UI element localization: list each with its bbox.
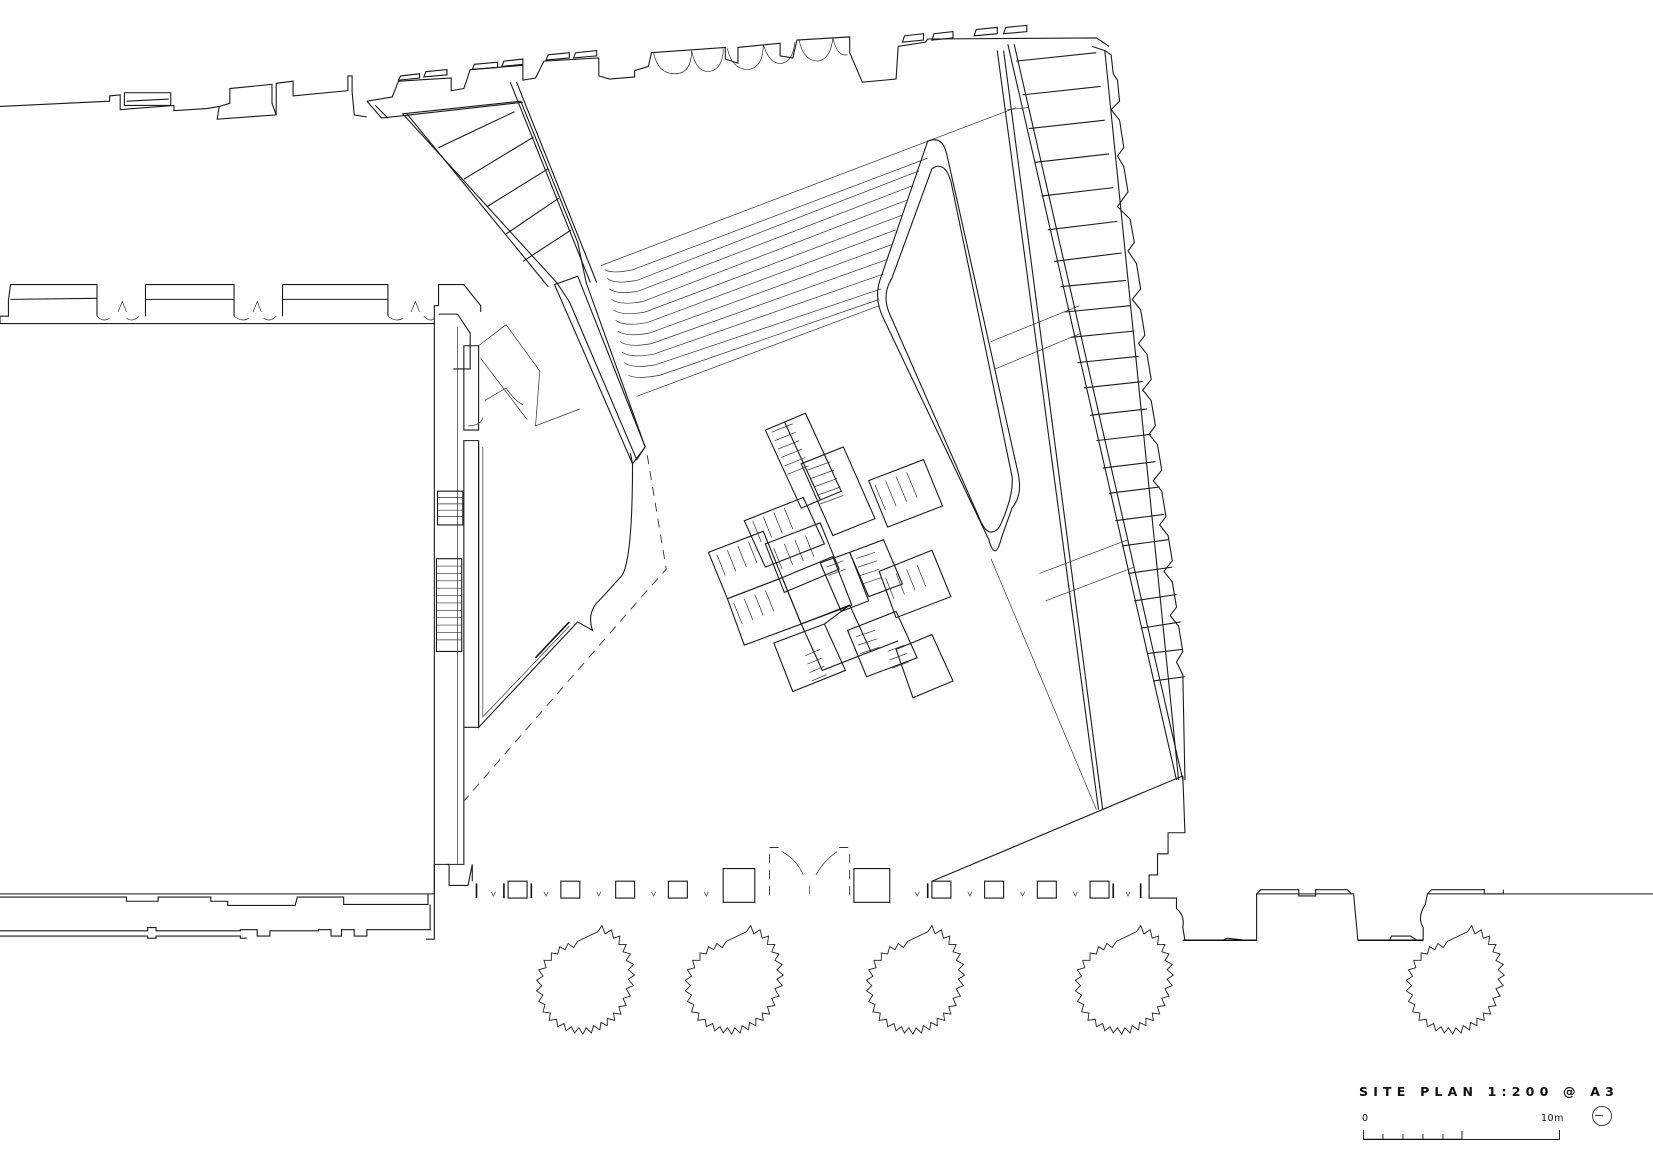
tree-3-icon xyxy=(867,926,965,1035)
tree-5-icon xyxy=(1406,926,1504,1035)
south-east-enclosure xyxy=(932,776,1185,892)
north-arrow-icon xyxy=(1592,1106,1612,1126)
tree-4-icon xyxy=(1075,926,1173,1035)
street-trees xyxy=(537,926,1505,1035)
stepped-seating xyxy=(601,108,1016,397)
reflecting-pool xyxy=(878,140,1020,551)
northwest-stair-wing xyxy=(403,82,645,464)
scale-bar-end-label: 10m xyxy=(1541,1113,1564,1124)
north-building-facade-left xyxy=(0,76,367,119)
west-building-east-wall xyxy=(0,314,580,894)
drawing-title: SITE PLAN 1:200 @ A3 xyxy=(1359,1084,1620,1099)
south-facade-arcade xyxy=(0,847,1653,940)
west-stair-lower xyxy=(436,559,461,652)
arcade-piers-west xyxy=(508,869,755,903)
scale-bar xyxy=(1363,1130,1560,1140)
arcade-piers-east xyxy=(854,869,1109,903)
glazed-pavilion xyxy=(464,443,666,801)
west-stair-upper xyxy=(437,491,462,525)
north-building-facade xyxy=(367,25,1109,118)
tree-2-icon xyxy=(685,926,783,1035)
title-block: SITE PLAN 1:200 @ A3 0 10m xyxy=(1359,1080,1649,1160)
west-building-north-facade xyxy=(0,285,481,324)
north-needle xyxy=(1594,1114,1604,1117)
tree-1-icon xyxy=(537,926,635,1035)
east-gallery xyxy=(991,44,1185,809)
stair-module-cluster xyxy=(708,413,953,698)
scale-bar-start-label: 0 xyxy=(1362,1113,1369,1124)
